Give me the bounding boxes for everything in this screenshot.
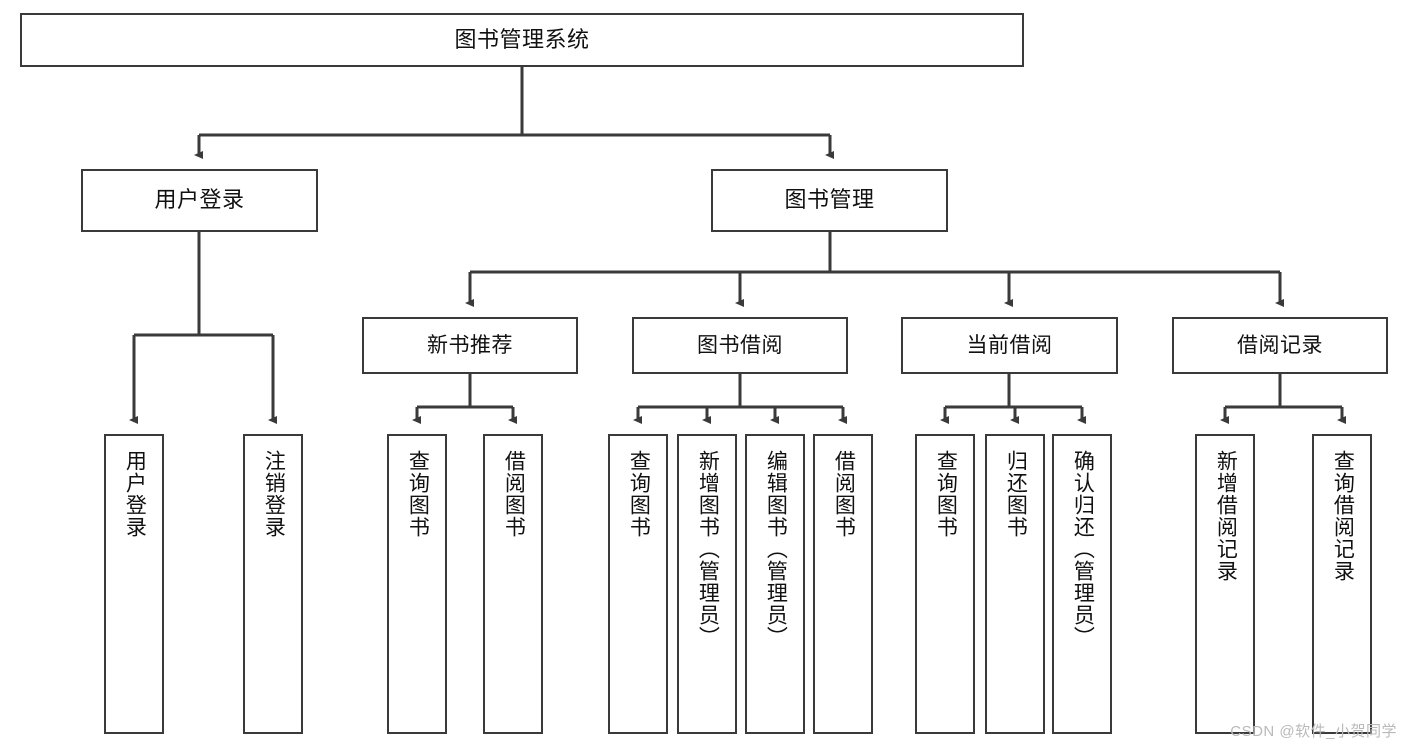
node-book-borrow[interactable]: 图书借阅 [632,317,848,374]
leaf-return-book-label: 归还图书 [1004,450,1028,538]
leaf-borrow-book-1[interactable]: 借阅图书 [483,434,543,734]
node-user-login[interactable]: 用户登录 [81,169,318,232]
node-new-book-recommend[interactable]: 新书推荐 [362,317,578,374]
leaf-add-book[interactable]: 新增图书（管理员） [677,434,737,734]
node-current-borrow-label: 当前借阅 [966,333,1053,357]
node-book-manage-label: 图书管理 [784,187,875,213]
node-borrow-record-label: 借阅记录 [1237,333,1323,357]
leaf-query-book-1-label: 查询图书 [406,450,430,538]
leaf-add-record-label: 新增借阅记录 [1214,450,1238,582]
leaf-return-book[interactable]: 归还图书 [985,434,1045,734]
leaf-borrow-book-1-label: 借阅图书 [502,450,526,538]
node-root-system[interactable]: 图书管理系统 [20,13,1024,67]
csdn-watermark: CSDN @软件_小贺同学 [1230,723,1397,740]
leaf-borrow-book-2[interactable]: 借阅图书 [813,434,873,734]
leaf-add-record[interactable]: 新增借阅记录 [1195,434,1255,734]
leaf-query-book-3[interactable]: 查询图书 [915,434,975,734]
leaf-borrow-book-2-label: 借阅图书 [832,450,856,538]
leaf-query-book-3-label: 查询图书 [934,450,958,538]
leaf-query-record-label: 查询借阅记录 [1331,450,1355,582]
leaf-confirm-return-label: 确认归还（管理员） [1071,450,1095,648]
node-new-book-recommend-label: 新书推荐 [427,333,513,357]
leaf-edit-book-label: 编辑图书（管理员） [764,450,788,648]
node-book-borrow-label: 图书借阅 [697,333,783,357]
leaf-logout-label: 注销登录 [262,450,286,538]
node-current-borrow[interactable]: 当前借阅 [901,317,1118,374]
node-root-system-label: 图书管理系统 [454,26,590,52]
leaf-add-book-label: 新增图书（管理员） [696,450,720,648]
node-user-login-label: 用户登录 [154,187,245,213]
leaf-query-book-2[interactable]: 查询图书 [608,434,668,734]
leaf-query-book-1[interactable]: 查询图书 [387,434,447,734]
leaf-confirm-return[interactable]: 确认归还（管理员） [1052,434,1112,734]
leaf-user-login-label: 用户登录 [123,450,147,538]
leaf-edit-book[interactable]: 编辑图书（管理员） [745,434,805,734]
leaf-query-book-2-label: 查询图书 [627,450,651,538]
leaf-user-login[interactable]: 用户登录 [104,434,164,734]
leaf-logout[interactable]: 注销登录 [243,434,303,734]
node-borrow-record[interactable]: 借阅记录 [1172,317,1388,374]
leaf-query-record[interactable]: 查询借阅记录 [1312,434,1372,734]
node-book-manage[interactable]: 图书管理 [711,169,948,232]
